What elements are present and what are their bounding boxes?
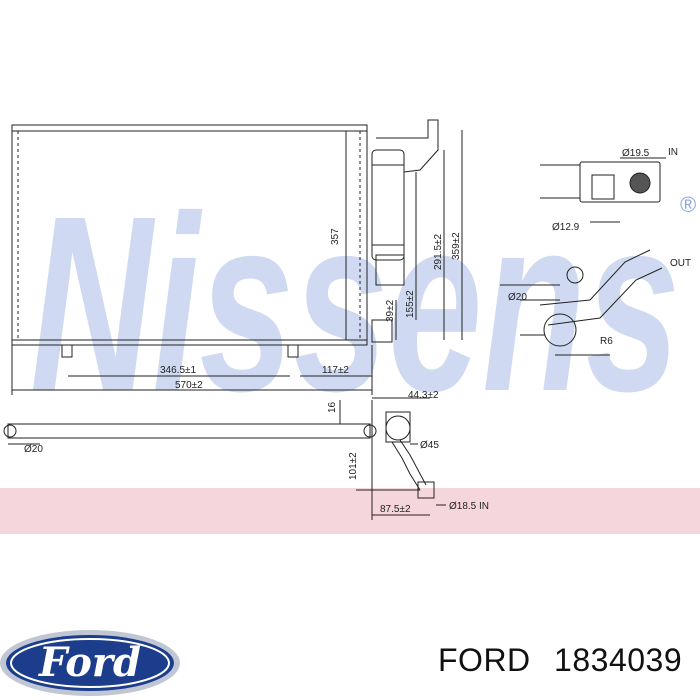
watermark-band [0, 488, 700, 534]
registered-mark: ® [680, 192, 696, 217]
condenser-top-view [3, 397, 446, 520]
dim-height-359: 359±2 [451, 232, 462, 260]
out-detail-dia-20: Ø20 [508, 292, 527, 303]
in-detail-dia-12: Ø12.9 [552, 222, 580, 233]
dim-right-offset: 117±2 [322, 365, 349, 376]
dim-height-291: 291.5±2 [433, 233, 444, 270]
dim-total-width: 570±2 [175, 380, 203, 391]
dim-width-fitting: 346.5±1 [160, 365, 197, 376]
dim-height-39: 39±2 [385, 299, 396, 322]
part-number: 1834039 [554, 642, 683, 678]
part-caption: FORD 1834039 [438, 642, 682, 679]
dim-width-87: 87.5±2 [380, 504, 411, 515]
watermark-logo: Nissens [30, 164, 680, 443]
dim-dia-45: Ø45 [420, 440, 439, 451]
in-detail-dia-19: Ø19.5 [622, 148, 650, 159]
dim-inlet-dia: Ø18.5 IN [449, 501, 489, 512]
manufacturer-name: FORD [438, 642, 531, 678]
in-fitting-detail [540, 157, 666, 223]
dim-height-155: 155±2 [405, 290, 416, 318]
dim-dia-20: Ø20 [24, 444, 43, 455]
dim-height-101: 101±2 [348, 452, 359, 480]
out-label: OUT [670, 258, 691, 269]
in-label: IN [668, 147, 678, 158]
dim-top-16: 16 [327, 401, 338, 413]
ford-logo-script: Ford [38, 639, 141, 686]
out-detail-r6: R6 [600, 336, 613, 347]
ford-logo: Ford [0, 630, 180, 696]
condenser-front-view [11, 119, 463, 395]
dim-offset-44: 44.3±2 [408, 390, 439, 401]
dim-core-height: 357 [330, 228, 341, 245]
out-fitting-detail [500, 249, 663, 356]
